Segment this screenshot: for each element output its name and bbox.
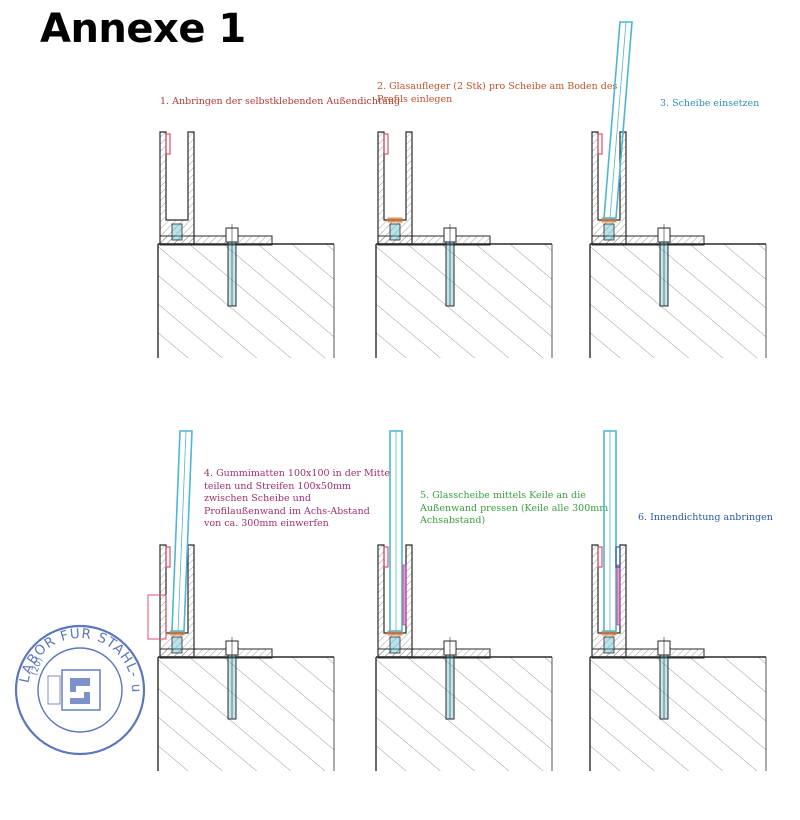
step-4-line: zwischen Scheibe und	[204, 493, 311, 504]
base-flange	[159, 648, 273, 659]
panel-step-1	[157, 131, 335, 358]
setting-screw	[171, 636, 183, 654]
concrete-slab	[158, 244, 334, 358]
glass-pane-inner	[177, 430, 187, 632]
concrete-slab	[376, 244, 552, 358]
wedge	[616, 564, 621, 626]
setting-screw	[603, 636, 615, 654]
outer-gasket	[597, 133, 603, 155]
setting-screw	[389, 636, 401, 654]
outer-gasket	[597, 546, 603, 568]
outer-gasket	[165, 133, 171, 155]
setting-screw	[603, 223, 615, 241]
glass-pane	[603, 430, 617, 632]
panel-step-4	[147, 430, 335, 771]
step-1-caption: 1. Anbringen der selbstklebenden Außendi…	[160, 96, 400, 109]
outer-gasket	[165, 546, 171, 568]
outer-gasket	[383, 133, 389, 155]
step-2-caption: 2. Glasaufleger (2 Stk) pro Scheibe am B…	[377, 81, 617, 106]
step-6-caption: 6. Innendichtung anbringen	[638, 512, 773, 525]
step-5-line: Achsabstand)	[420, 515, 486, 526]
wedge	[402, 564, 407, 626]
panel-step-6	[589, 430, 767, 771]
base-flange	[591, 648, 705, 659]
base-flange	[591, 235, 705, 246]
page-title: Annexe 1	[40, 6, 246, 52]
step-4-line: Profilaußenwand im Achs-Abstand	[204, 505, 370, 517]
step-3-caption: 3. Scheibe einsetzen	[660, 98, 759, 111]
outer-gasket	[383, 546, 389, 568]
concrete-slab	[590, 244, 766, 358]
inner-gasket	[615, 546, 621, 568]
panel-step-2	[375, 131, 553, 358]
setting-block	[387, 217, 403, 223]
base-flange	[377, 235, 491, 246]
glass-pane	[171, 430, 193, 632]
setting-screw	[389, 223, 401, 241]
step-4-caption: 4. Gummimatten 100x100 in der Mitte teil…	[204, 468, 390, 531]
stamp-logo-icon	[47, 669, 101, 711]
panel-step-5	[375, 430, 553, 771]
base-flange	[159, 235, 273, 246]
step-5-line: Außenwand pressen (Keile alle 300mm	[420, 502, 609, 514]
stamp-outer-ring	[14, 624, 146, 756]
base-flange	[377, 648, 491, 659]
glass-pane-tilted	[603, 21, 633, 219]
concrete-slab	[590, 657, 766, 771]
step-5-line: 5. Glasscheibe mittels Keile an die	[420, 490, 586, 501]
step-2-line: 2. Glasaufleger (2 Stk) pro Scheibe am B…	[377, 81, 618, 92]
step-5-caption: 5. Glasscheibe mittels Keile an die Auße…	[420, 490, 608, 528]
step-4-line: teilen und Streifen 100x50mm	[204, 480, 352, 492]
glass-pane-inner	[609, 21, 627, 219]
step-1-line: 1. Anbringen der selbstklebenden Außendi…	[160, 96, 401, 107]
glass-pane	[389, 430, 403, 632]
concrete-slab	[158, 657, 334, 771]
stamp-inner-ring	[37, 647, 123, 733]
panel-step-3	[589, 21, 767, 358]
setting-screw	[171, 223, 183, 241]
step-4-line: 4. Gummimatten 100x100 in der Mitte	[204, 468, 391, 479]
step-6-line: 6. Innendichtung anbringen	[638, 512, 773, 523]
step-2-line: Profils einlegen	[377, 93, 453, 105]
step-3-line: 3. Scheibe einsetzen	[660, 98, 760, 109]
laboratory-stamp: LABOR FÜR STAHL- u. LEICHTMETALLBAU GMBH…	[0, 0, 146, 756]
stamp-ring-text: LABOR FÜR STAHL- u. LEICHTMETALLBAU GMBH	[0, 0, 144, 694]
concrete-slab	[376, 657, 552, 771]
rubber-strip-callout	[147, 594, 167, 640]
step-4-line: von ca. 300mm einwerfen	[204, 518, 329, 529]
